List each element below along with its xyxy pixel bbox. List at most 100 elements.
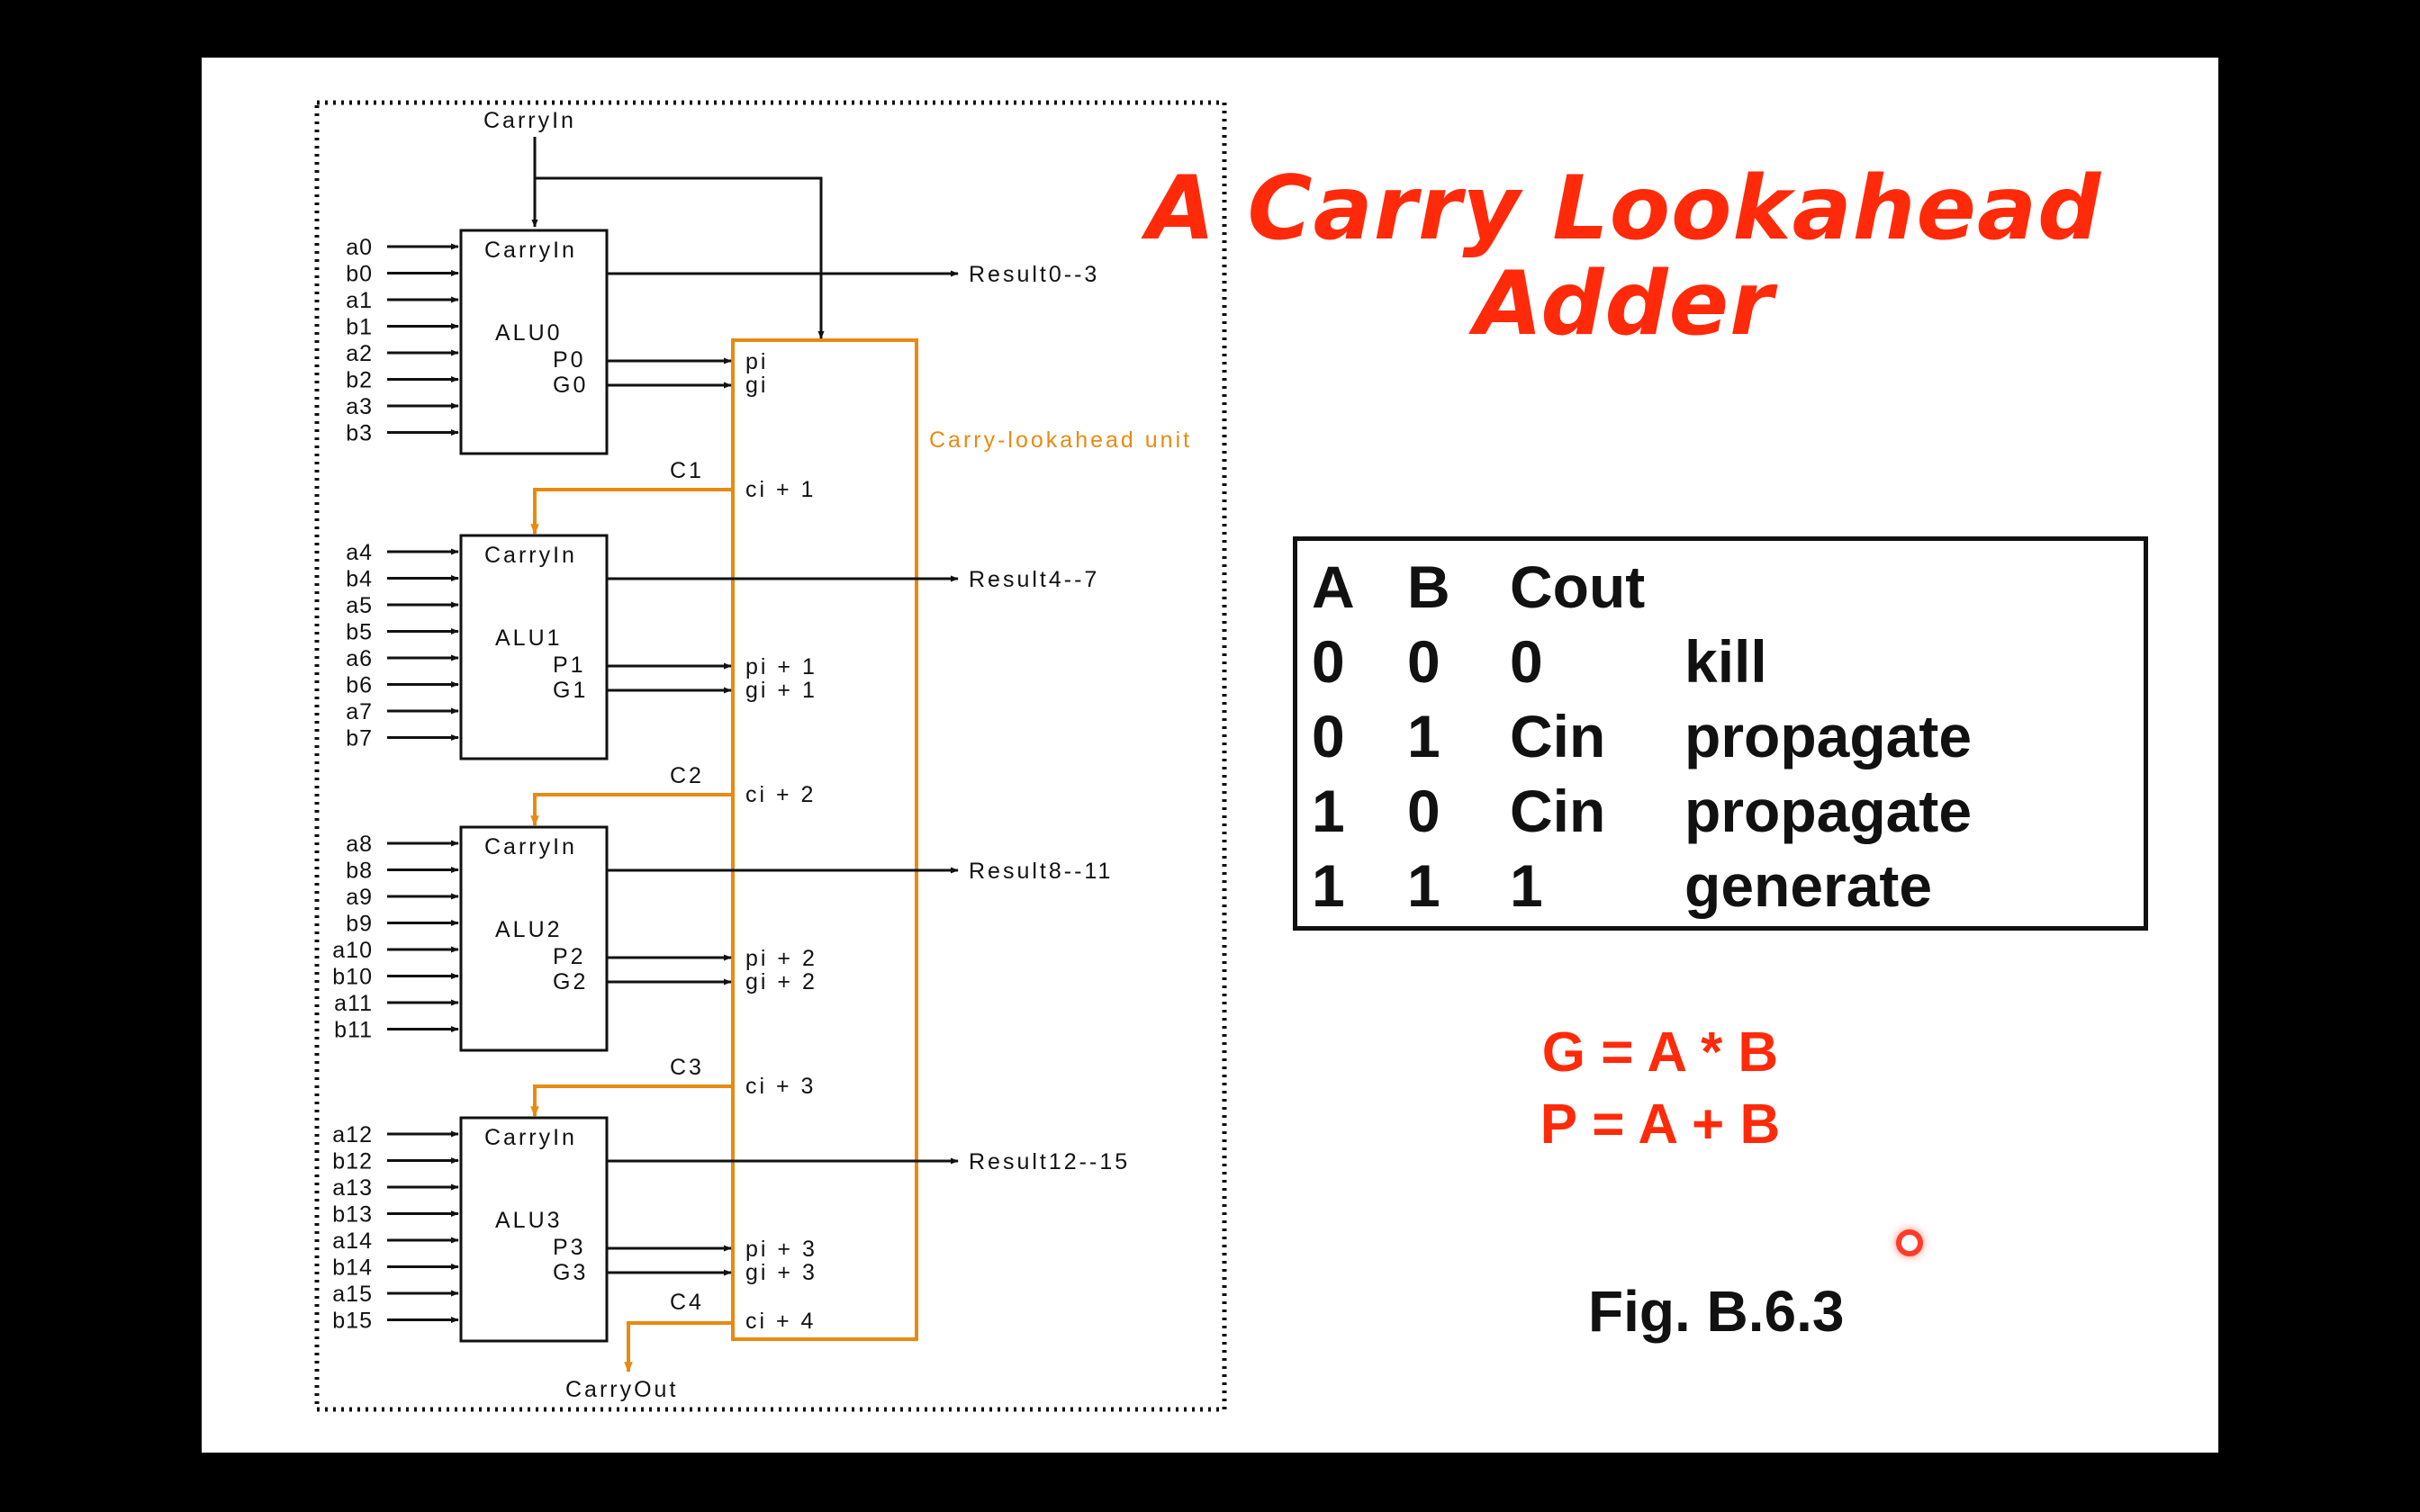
carry-lookahead-diagram: Carry-lookahead unit CarryIn CarryOut Ca…	[314, 100, 1227, 1412]
truth-table-cell: 0	[1407, 628, 1440, 695]
alu-box	[459, 534, 609, 760]
carry-in-label: CarryIn	[483, 108, 576, 133]
alu-carry-in-label: CarryIn	[484, 834, 577, 860]
alu-name: ALU3	[495, 1208, 563, 1233]
input-label: b13	[332, 1202, 373, 1228]
truth-table-cell: 0	[1312, 703, 1345, 770]
result-label: Result12--15	[969, 1149, 1130, 1174]
input-label: a1	[346, 288, 373, 313]
input-label: b4	[346, 567, 373, 592]
alu-block-3: CarryInALU3P3G3a12b12a13b13a14b14a15b15R…	[332, 1116, 1130, 1343]
pin-p-label: pi	[745, 349, 768, 374]
pin-p-label: pi + 2	[745, 946, 817, 971]
title-line-2: Adder	[1474, 253, 1774, 356]
input-label: b2	[346, 368, 373, 393]
input-label: b11	[334, 1018, 373, 1043]
alu-p-label: P3	[553, 1235, 586, 1260]
carry-wire	[530, 488, 733, 536]
unit-label: Carry-lookahead unit	[929, 428, 1192, 453]
input-label: a14	[332, 1228, 373, 1254]
carry-in-branch-wire	[535, 176, 825, 339]
carry-lookahead-unit	[731, 338, 918, 1341]
alu-name: ALU2	[495, 917, 563, 942]
input-label: a11	[334, 991, 373, 1016]
figure-label: Fig. B.6.3	[1588, 1279, 1845, 1344]
alu-p-label: P0	[553, 347, 586, 373]
result-label: Result0--3	[969, 262, 1099, 287]
truth-table-cell: 0	[1407, 778, 1440, 844]
alu-p-label: P2	[553, 944, 586, 969]
slide: Carry-lookahead unit CarryIn CarryOut Ca…	[202, 58, 2218, 1453]
dotted-border	[314, 100, 1227, 1412]
alu-carry-in-label: CarryIn	[484, 543, 577, 568]
input-label: a3	[346, 394, 373, 419]
truth-table-cell: 0	[1510, 628, 1543, 695]
input-label: a2	[346, 341, 373, 366]
input-label: a4	[346, 540, 373, 565]
alu-g-label: G1	[553, 678, 588, 703]
p-equation: P = A + B	[1540, 1094, 1781, 1156]
alu-name: ALU0	[495, 320, 563, 346]
input-label: b7	[346, 726, 373, 752]
laser-pointer	[1896, 1229, 1923, 1256]
alu-box	[459, 1116, 609, 1343]
truth-table-cell: 0	[1312, 628, 1345, 695]
alu-p-label: P1	[553, 652, 586, 678]
alu-carry-in-label: CarryIn	[484, 1125, 577, 1150]
input-label: b0	[346, 262, 373, 287]
alu-box	[459, 825, 609, 1052]
carry-pin-label: ci + 2	[745, 782, 816, 807]
carry-pin-label: ci + 1	[745, 477, 816, 502]
input-label: a10	[332, 938, 373, 963]
carry-wire	[530, 793, 733, 827]
carry-label: C2	[670, 763, 704, 788]
truth-table-cell: generate	[1684, 852, 1933, 919]
truth-table-cell: Cin	[1510, 703, 1606, 770]
alu-g-label: G3	[553, 1260, 588, 1285]
truth-table-cell: 1	[1312, 852, 1345, 919]
pin-g-label: gi	[745, 373, 768, 398]
truth-table-cell: propagate	[1684, 703, 1973, 770]
input-label: a7	[346, 699, 373, 724]
input-label: a8	[346, 832, 373, 857]
carry-out-wire	[624, 1321, 733, 1373]
carry-label: C1	[670, 458, 704, 483]
input-label: b5	[346, 620, 373, 645]
carry-pin-label: ci + 4	[745, 1309, 816, 1334]
result-label: Result8--11	[969, 859, 1113, 884]
input-label: a5	[346, 593, 373, 618]
alu-block-1: CarryInALU1P1G1a4b4a5b5a6b6a7b7Result4--…	[346, 534, 1097, 827]
pin-g-label: gi + 3	[745, 1260, 817, 1285]
truth-table-cell: Cout	[1510, 554, 1646, 620]
pin-g-label: gi + 2	[745, 969, 817, 994]
truth-table-cell	[1684, 550, 2045, 625]
truth-table-cell: kill	[1684, 628, 1767, 695]
truth-table-cell: 1	[1312, 778, 1345, 844]
input-label: a13	[332, 1175, 373, 1201]
carry-pin-label: ci + 3	[745, 1074, 816, 1099]
alu-name: ALU1	[495, 626, 563, 651]
input-label: b1	[346, 315, 373, 340]
slide-title: A Carry Lookahead Adder	[1138, 161, 2110, 352]
alu-block-0: CarryInALU0P0G0a0b0a1b1a2b2a3b3Result0--…	[346, 229, 1099, 536]
input-label: a9	[346, 885, 373, 910]
input-label: b12	[332, 1149, 373, 1174]
truth-table-cell: 1	[1407, 852, 1440, 919]
alu-block-2: CarryInALU2P2G2a8b8a9b9a10b10a11b11Resul…	[332, 825, 1113, 1118]
carry-label: C4	[670, 1290, 704, 1315]
pin-p-label: pi + 1	[745, 654, 817, 680]
input-label: a0	[346, 235, 373, 260]
alu-box	[459, 229, 609, 455]
truth-table-cell: B	[1407, 554, 1450, 620]
carry-label: C3	[670, 1055, 704, 1080]
alu-g-label: G0	[553, 373, 588, 398]
truth-table-cell: Cin	[1510, 778, 1606, 844]
alu-g-label: G2	[553, 969, 588, 994]
input-label: b15	[332, 1309, 373, 1334]
carry-wire	[530, 1084, 733, 1118]
